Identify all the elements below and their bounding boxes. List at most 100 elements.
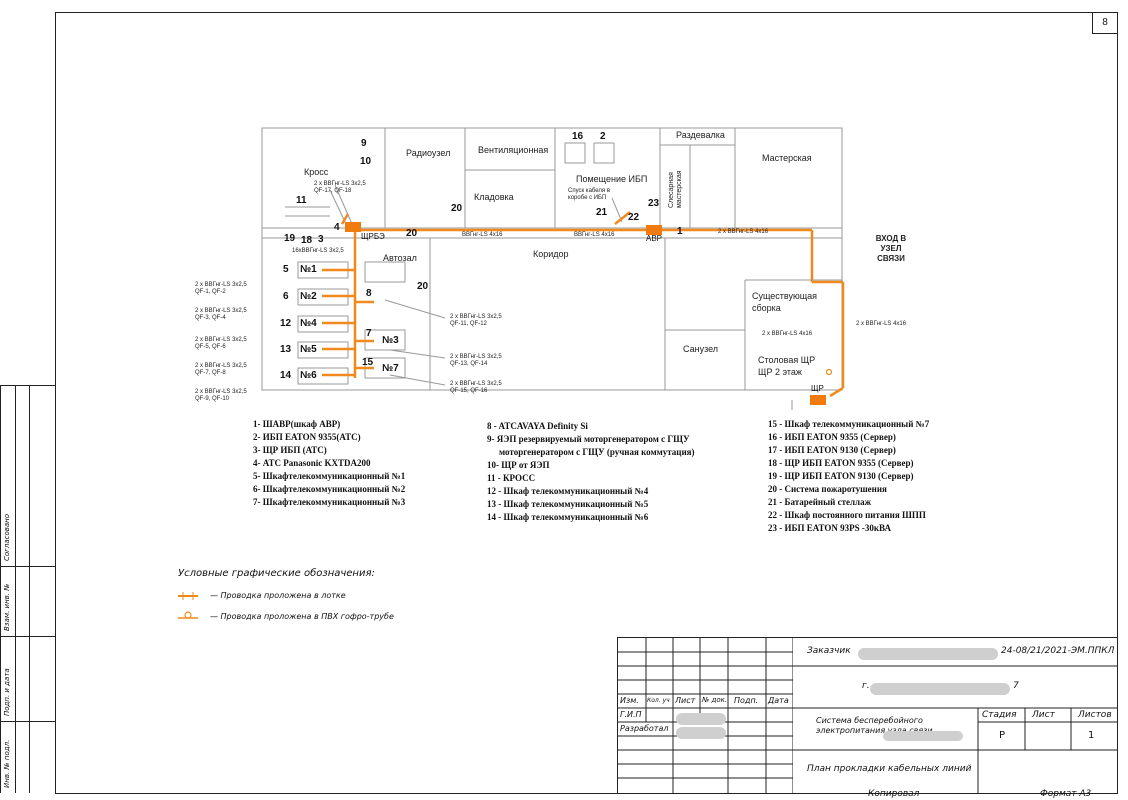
room-stolovaya: Столовая ЩР ЩР 2 этаж: [758, 355, 816, 377]
room-avtozal: Автозал: [383, 253, 417, 263]
label-shrbe: ЩРБЭ: [361, 232, 385, 241]
num-14: 14: [280, 370, 292, 381]
cable-16x: 16xВВГнг-LS 3x2,5: [292, 248, 344, 254]
cable-n7: 2 x ВВГнг-LS 3x2,5 QF-15, QF-16: [450, 381, 502, 394]
tb-list-h: Лист: [675, 696, 696, 705]
tb-zakazchik: Заказчик: [807, 646, 851, 656]
legend-item: 21 - Батарейный стеллаж: [768, 497, 872, 507]
num-8: 8: [366, 288, 372, 299]
legend-item: 9- ЯЭП резервируемый моторгенератором с …: [487, 434, 690, 444]
legend-item: 15 - Шкаф телекоммуникационный №7: [768, 419, 930, 429]
cable-n1: 2 x ВВГнг-LS 3x2,5 QF-1, QF-2: [195, 282, 247, 295]
cabinet-n2: №2: [300, 291, 317, 302]
tb-izm: Изм.: [620, 696, 639, 705]
side-stamp: Согласовано Взам. инв. № Подп. и дата Ин…: [0, 385, 56, 793]
num-9: 9: [361, 138, 367, 149]
room-slesarnaya: Слесарная мастерская: [668, 170, 683, 208]
room-radiouzel: Радиоузел: [406, 148, 451, 158]
tb-system: Система бесперебойного электропитания уз…: [816, 716, 933, 735]
legend-item: 20 - Система пожаротушения: [768, 484, 887, 494]
num-3: 3: [318, 234, 324, 245]
legend-item: 4- АТС Panasonic KXTDA200: [253, 458, 371, 468]
tb-system-redacted: [883, 727, 963, 745]
tb-city-suffix: 7: [1013, 681, 1019, 691]
num-19: 19: [284, 233, 296, 244]
legend-item: 5- Шкафтелекоммуникационный №1: [253, 471, 406, 481]
num-16: 16: [572, 131, 584, 142]
legend-col-1: 1- ШАВР(шкаф АВР) 2- ИБП EATON 9355(АТС)…: [253, 418, 405, 509]
legend-item: 16 - ИБП EATON 9355 (Сервер): [768, 432, 896, 442]
tb-list: Лист: [1032, 710, 1055, 720]
tb-gip-name-redacted: [676, 710, 726, 728]
entry-label: ВХОД В УЗЕЛ СВЯЗИ: [875, 234, 907, 263]
legend-item: 1- ШАВР(шкаф АВР): [253, 419, 341, 429]
cabinet-n7: №7: [382, 363, 399, 374]
num-20c: 20: [417, 281, 429, 292]
tb-stadia: Стадия: [982, 710, 1017, 720]
legend-item: 17 - ИБП EATON 9130 (Сервер): [768, 445, 896, 455]
tb-city-prefix: г.: [862, 681, 870, 691]
legend-item: 14 - Шкаф телекоммуникационный №6: [487, 512, 649, 522]
cable-right: 2 x ВВГнг-LS 4x16: [718, 229, 769, 235]
room-masterskaya: Мастерская: [762, 153, 812, 163]
tb-city-redacted: [870, 680, 1010, 698]
sheet-number-box: 8: [1092, 12, 1118, 34]
num-23: 23: [648, 198, 660, 209]
num-4: 4: [334, 222, 340, 233]
room-kross: Кросс: [304, 167, 329, 177]
drawing-frame: [55, 12, 1118, 794]
cable-n3: 2 x ВВГнг-LS 3x2,5 QF-13, QF-14: [450, 354, 502, 367]
cabinet-n1: №1: [300, 264, 317, 275]
tb-plan: План прокладки кабельных линий: [807, 764, 972, 774]
cable-kross: 2 x ВВГнг-LS 3x2,5 QF-17, QF-18: [314, 181, 366, 194]
cable-n5: 2 x ВВГнг-LS 3x2,5 QF-7, QF-8: [195, 363, 247, 376]
num-1: 1: [677, 226, 683, 237]
legend-item: моторгенератором с ГЩУ (ручная коммутаци…: [499, 447, 695, 457]
legend-item: 23 - ИБП EATON 93PS -30кВА: [768, 523, 891, 533]
cable-exist2: 2 x ВВГнг-LS 4x16: [856, 321, 907, 327]
cabinet-n3: №3: [382, 335, 399, 346]
cabinet-n6: №6: [300, 370, 317, 381]
tb-gip: Г.И.П: [620, 710, 642, 719]
legend-item: 7- Шкафтелекоммуникационный №3: [253, 497, 406, 507]
room-sanuzel: Санузел: [683, 344, 719, 354]
tb-razrab-name-redacted: [676, 724, 726, 742]
legend-item: 22 - Шкаф постоянного питания ШПП: [768, 510, 926, 520]
sheet-number: 8: [1102, 17, 1108, 28]
num-7: 7: [366, 328, 372, 339]
room-koridor: Коридор: [533, 249, 569, 259]
tb-listov-val: 1: [1088, 730, 1095, 741]
tb-kol: Кол. уч: [647, 697, 670, 704]
legend-item: 12 - Шкаф телекоммуникационный №4: [487, 486, 649, 496]
num-20a: 20: [451, 203, 463, 214]
legend-item: 11 - КРОСС: [487, 473, 536, 483]
symbol-tray-label: — Проводка проложена в лотке: [210, 591, 346, 600]
legend-item: 18 - ЩР ИБП EATON 9355 (Сервер): [768, 458, 914, 468]
tb-stadia-val: Р: [999, 730, 1006, 741]
num-22: 22: [628, 212, 640, 223]
symbol-tube-label: — Проводка проложена в ПВХ гофро-трубе: [210, 612, 394, 621]
tb-format: Формат А3: [1040, 789, 1092, 799]
cable-corr2: ВВГнг-LS 4x16: [574, 232, 615, 238]
cable-8: 2 x ВВГнг-LS 3x2,5 QF-11, QF-12: [450, 314, 502, 327]
tb-podp: Подп.: [734, 696, 759, 705]
title-block: Изм. Кол. уч Лист № док. Подп. Дата Г.И.…: [617, 637, 1118, 794]
cabinet-n4: №4: [300, 318, 317, 329]
tb-kopiroval: Копировал: [868, 789, 920, 799]
num-2: 2: [600, 131, 606, 142]
cable-exist: 2 x ВВГнг-LS 4x16: [762, 331, 813, 337]
legend-item: 19 - ЩР ИБП EATON 9130 (Сервер): [768, 471, 914, 481]
legend-item: 6- Шкафтелекоммуникационный №2: [253, 484, 406, 494]
tb-code: 24-08/21/2021-ЭМ.ППКЛ: [1001, 646, 1115, 656]
tb-date: Дата: [768, 696, 789, 705]
legend-item: 2- ИБП EATON 9355(АТС): [253, 432, 361, 442]
num-20b: 20: [406, 228, 418, 239]
room-existing: Существующая сборка: [752, 291, 818, 313]
num-13: 13: [280, 344, 292, 355]
cable-n6: 2 x ВВГнг-LS 3x2,5 QF-9, QF-10: [195, 389, 247, 402]
num-5: 5: [283, 264, 289, 275]
room-ventilation: Вентиляционная: [478, 145, 549, 155]
room-razdevalka: Раздевалка: [676, 130, 725, 140]
room-ups: Помещение ИБП: [576, 174, 648, 184]
